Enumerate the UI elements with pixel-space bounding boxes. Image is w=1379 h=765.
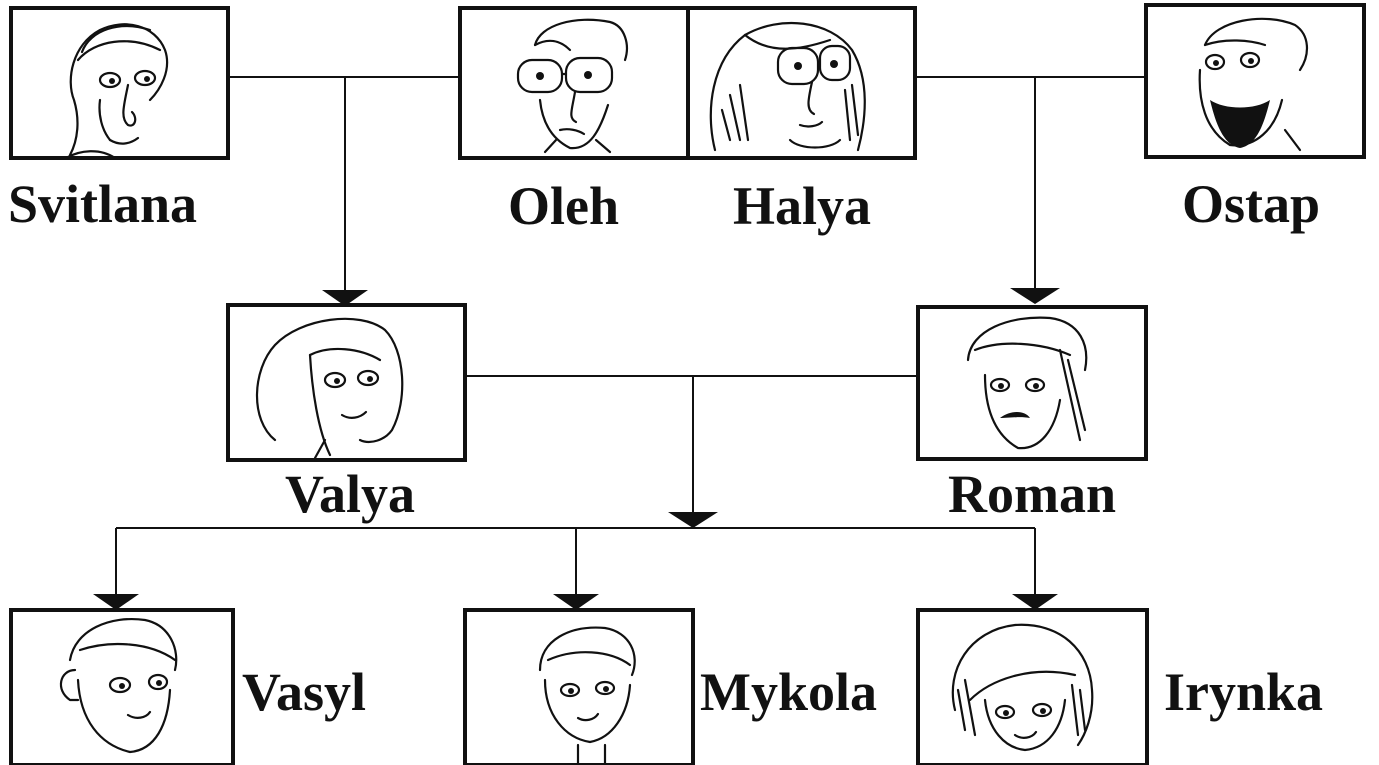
name-mykola: Mykola xyxy=(700,662,877,722)
name-halya: Halya xyxy=(733,176,871,236)
ostap-face-drawing xyxy=(1198,17,1308,152)
portrait-svitlana xyxy=(9,6,230,160)
roman-face-drawing xyxy=(966,316,1088,450)
arrowheads xyxy=(93,288,1060,610)
halya-face-drawing xyxy=(709,21,866,152)
mykola-face-drawing xyxy=(538,626,636,765)
irynka-face-drawing xyxy=(951,623,1094,752)
arrowhead-mykola xyxy=(553,594,599,610)
arrowhead-roman xyxy=(1010,288,1060,304)
vasyl-face-drawing xyxy=(59,618,178,754)
portrait-ostap xyxy=(1144,3,1366,159)
portrait-vasyl xyxy=(9,608,235,765)
arrowhead-valya xyxy=(322,290,368,306)
name-valya: Valya xyxy=(285,464,415,524)
name-oleh: Oleh xyxy=(508,176,619,236)
name-irynka: Irynka xyxy=(1164,662,1323,722)
arrowhead-vasyl xyxy=(93,594,139,610)
portrait-roman xyxy=(916,305,1148,461)
oleh-face-drawing xyxy=(516,18,628,154)
svitlana-face-drawing xyxy=(64,23,169,160)
portrait-mykola xyxy=(463,608,695,765)
name-svitlana: Svitlana xyxy=(8,174,197,234)
arrowhead-children xyxy=(668,512,718,528)
portrait-oleh xyxy=(458,6,690,160)
valya-face-drawing xyxy=(255,317,404,460)
arrowhead-irynka xyxy=(1012,594,1058,610)
portrait-valya xyxy=(226,303,467,462)
portrait-halya xyxy=(686,6,917,160)
name-vasyl: Vasyl xyxy=(242,662,366,722)
connectors xyxy=(115,76,1146,594)
portrait-irynka xyxy=(916,608,1149,765)
name-roman: Roman xyxy=(948,464,1116,524)
name-ostap: Ostap xyxy=(1182,174,1320,234)
